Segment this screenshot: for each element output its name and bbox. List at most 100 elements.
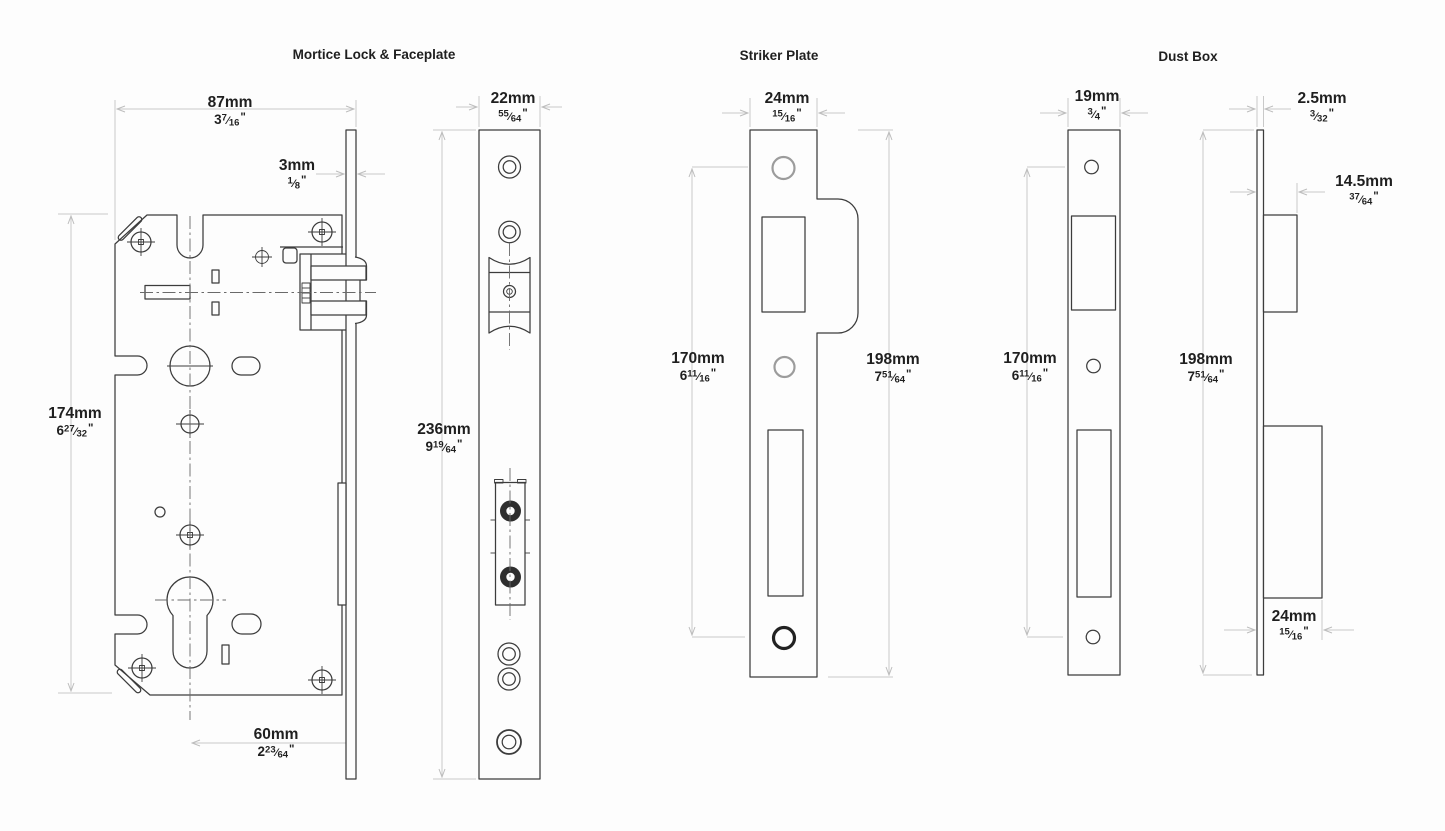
frac-den: 64 [1361,196,1373,208]
screw-bottom-left [128,654,156,682]
dim-mm: 22mm [490,90,536,107]
dim-faceplate-thickness: 3mm 1⁄8" [279,157,315,191]
mortice-lock-body-drawing [114,214,349,696]
dustbox-hole-bottom [1085,629,1101,645]
frac-den: 64 [894,374,906,386]
dim-lock-height: 174mm 627⁄32" [48,405,102,440]
faceplate-screw-hole-top1 [497,155,522,179]
frac-den: 64 [510,113,522,125]
dim-inch-fraction: 15⁄16" [765,108,810,124]
striker-screw-hole-mid [773,355,796,379]
dustbox-latch-box [1262,214,1298,313]
striker-deadbolt-cutout [767,429,804,597]
dustbox-bolt-box [1262,425,1323,599]
dim-inch-fraction: 37⁄16" [208,112,253,128]
dim-inch-fraction: 55⁄64" [491,108,536,124]
faceplate-screw-hole-bottom1 [497,642,521,666]
dustbox-hole-mid [1086,358,1101,374]
dim-inch-fraction: 3⁄32" [1297,108,1346,124]
frac-slash: ⁄ [1029,371,1032,384]
frac-den: 32 [1317,113,1328,125]
frac-num: 55 [498,108,509,120]
dustbox-deadbolt-cutout [1076,429,1112,598]
frac-num: 11 [1019,368,1030,380]
dustbox-side-view [1256,129,1323,676]
faceplate-screw-hole-bottom2 [497,667,521,691]
faceplate-side-view [310,129,368,780]
frac-slash: ⁄ [1315,111,1318,124]
section-title-mortice-lock: Mortice Lock & Faceplate [292,47,456,62]
frac-num: 37 [1349,191,1360,203]
deadbolt-front [490,479,530,606]
dim-inch-fraction: 1⁄8" [279,175,315,191]
striker-plate-drawing [749,129,859,678]
inch-mark: " [457,439,463,452]
frac-slash: ⁄ [74,426,77,439]
frac-slash: ⁄ [1289,629,1292,642]
dim-mm: 2.5mm [1297,90,1347,107]
striker-screw-hole-top [771,155,796,181]
dim-inch-fraction: 751⁄64" [1179,369,1232,385]
dim-mm: 170mm [671,350,725,367]
dim-inch-fraction: 37⁄64" [1335,191,1393,207]
inch-mark: " [1373,191,1379,204]
dim-mm: 198mm [866,351,920,368]
frac-den: 8 [294,180,300,192]
frac-num: 15 [772,108,783,120]
dim-inch-fraction: 15⁄16" [1272,626,1317,642]
inch-mark: " [88,423,94,436]
inch-mark: " [240,112,246,125]
dim-mm: 174mm [48,405,102,422]
dim-dustbox-hole-spacing: 170mm 611⁄16" [1003,350,1056,384]
dim-lock-width: 87mm 37⁄16" [208,94,253,128]
frac-num: 3 [1087,106,1093,118]
inch-mark: " [1042,368,1049,381]
frac-den: 16 [699,373,710,385]
frac-num: 7 [221,112,227,124]
dim-dustbox-bolt-depth: 24mm 15⁄16" [1271,608,1317,642]
dim-mm: 24mm [764,90,810,107]
frac-whole: 3 [214,112,222,128]
frac-num: 23 [265,744,276,756]
frac-slash: ⁄ [1359,194,1362,207]
dim-dustbox-plate-thickness: 2.5mm 3⁄32" [1297,90,1347,124]
screw-top-right [308,218,336,246]
frac-den: 64 [277,749,289,761]
frac-num: 1 [287,175,293,187]
frac-den: 16 [1291,631,1303,643]
inch-mark: " [1219,369,1225,382]
section-title-dust-box: Dust Box [1158,49,1218,64]
frac-num: 19 [433,439,444,451]
frac-den: 64 [1207,374,1219,386]
dim-inch-fraction: 751⁄64" [866,369,919,385]
frac-whole: 7 [874,369,883,385]
frac-slash: ⁄ [782,111,785,124]
screw-bottom-right [308,666,336,694]
dustbox-latch-cutout [1070,215,1117,311]
screw-top-left [127,228,155,256]
dim-mm: 19mm [1074,88,1120,105]
frac-den: 32 [76,428,88,440]
dim-faceplate-height: 236mm 919⁄64" [417,421,470,455]
frac-num: 15 [1279,626,1290,638]
latch-bolt-side [310,256,368,325]
faceplate-screw-hole-top2 [498,220,521,244]
dim-striker-width: 24mm 15⁄16" [764,90,810,124]
dim-striker-height: 198mm 751⁄64" [866,351,920,385]
section-title-striker-plate: Striker Plate [739,48,819,63]
dimension-lines [58,96,1354,780]
frac-slash: ⁄ [275,747,278,760]
dim-inch-fraction: 611⁄16" [1003,368,1056,384]
frac-slash: ⁄ [443,442,446,455]
frac-slash: ⁄ [892,372,895,385]
frac-whole: 6 [679,368,688,384]
dim-mm: 24mm [1271,608,1317,625]
frac-slash: ⁄ [697,371,700,384]
dim-inch-fraction: 223⁄64" [254,744,299,760]
euro-cylinder-cutout [166,576,214,669]
dim-inch-fraction: 3⁄4" [1075,106,1120,122]
frac-whole: 2 [257,744,266,760]
faceplate-front-view [478,129,541,780]
frac-slash: ⁄ [1205,372,1208,385]
